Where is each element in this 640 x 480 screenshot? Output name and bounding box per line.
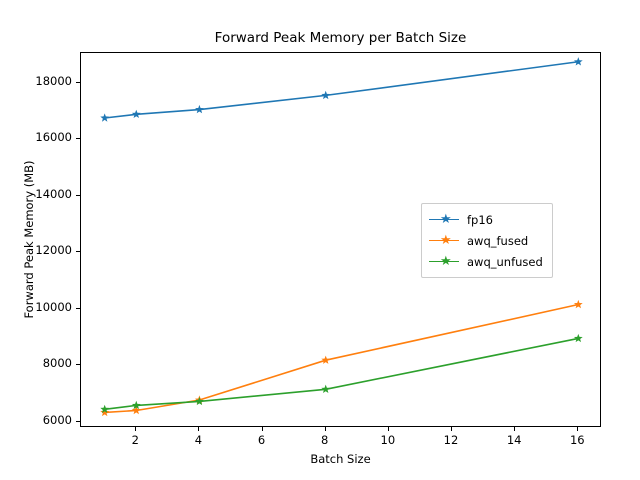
x-axis-label: Batch Size: [310, 452, 371, 466]
y-tick-label: 8000: [42, 356, 72, 371]
legend-swatch-icon: ★: [429, 213, 459, 226]
data-point-marker: [100, 407, 110, 417]
y-tick-label: 10000: [35, 299, 72, 314]
y-tick-mark: [76, 420, 80, 422]
x-tick-label: 2: [131, 433, 139, 447]
legend[interactable]: ★ fp16 ★ awq_fused ★ awq_unfused: [421, 203, 553, 278]
series-line: [104, 337, 579, 411]
data-point-marker: [131, 109, 141, 119]
data-point-marker: [195, 396, 204, 406]
data-point-marker: [321, 90, 331, 100]
data-point-marker: [573, 333, 583, 343]
x-tick-label: 12: [443, 433, 459, 447]
legend-label: awq_unfused: [467, 254, 543, 269]
series-line: [104, 60, 579, 119]
y-tick-label: 6000: [42, 412, 72, 427]
x-tick-label: 10: [380, 433, 396, 447]
legend-label: awq_fused: [467, 233, 529, 248]
data-point-marker: [131, 400, 141, 410]
plot-lines: [100, 57, 583, 417]
x-tick-label: 8: [321, 433, 329, 447]
y-tick-mark: [76, 138, 80, 140]
plot-area: [80, 52, 601, 427]
series-awq_fused: [100, 299, 583, 417]
y-tick-label: 12000: [35, 243, 72, 258]
data-point-marker: [321, 355, 331, 364]
data-point-marker: [131, 405, 141, 415]
y-axis-label: Forward Peak Memory (MB): [22, 160, 36, 319]
legend-label: fp16: [467, 212, 493, 227]
x-tick-mark: [514, 427, 516, 431]
data-point-marker: [573, 57, 583, 66]
chart-title: Forward Peak Memory per Batch Size: [214, 30, 467, 46]
data-point-marker: [100, 113, 110, 122]
legend-item-awq_unfused[interactable]: ★ awq_unfused: [429, 251, 543, 272]
data-point-marker: [321, 384, 331, 394]
y-tick-mark: [76, 81, 80, 83]
data-point-marker: [195, 104, 204, 114]
y-tick-label: 16000: [35, 130, 72, 145]
x-tick-label: 4: [194, 433, 203, 447]
x-tick-label: 6: [257, 433, 266, 447]
x-tick-mark: [135, 427, 137, 431]
data-point-marker: [573, 299, 583, 309]
x-tick-label: 14: [506, 433, 522, 447]
series-line: [104, 303, 579, 414]
series-fp16: [100, 57, 583, 122]
y-tick-mark: [76, 251, 80, 253]
y-tick-label: 14000: [35, 186, 72, 201]
legend-item-fp16[interactable]: ★ fp16: [429, 209, 543, 230]
x-tick-mark: [387, 427, 389, 431]
x-tick-mark: [451, 427, 452, 431]
legend-item-awq_fused[interactable]: ★ awq_fused: [429, 230, 543, 251]
y-tick-mark: [76, 364, 80, 366]
x-tick-mark: [324, 427, 326, 431]
x-tick-mark: [577, 427, 579, 431]
legend-swatch-icon: ★: [429, 234, 459, 247]
x-tick-mark: [261, 427, 263, 431]
y-tick-mark: [76, 194, 80, 196]
y-tick-label: 18000: [35, 73, 72, 88]
series-awq_unfused: [100, 333, 583, 414]
y-tick-mark: [76, 307, 80, 309]
x-tick-mark: [198, 427, 200, 431]
legend-swatch-icon: ★: [429, 255, 459, 268]
x-tick-label: 16: [569, 433, 585, 447]
data-point-marker: [100, 404, 110, 414]
